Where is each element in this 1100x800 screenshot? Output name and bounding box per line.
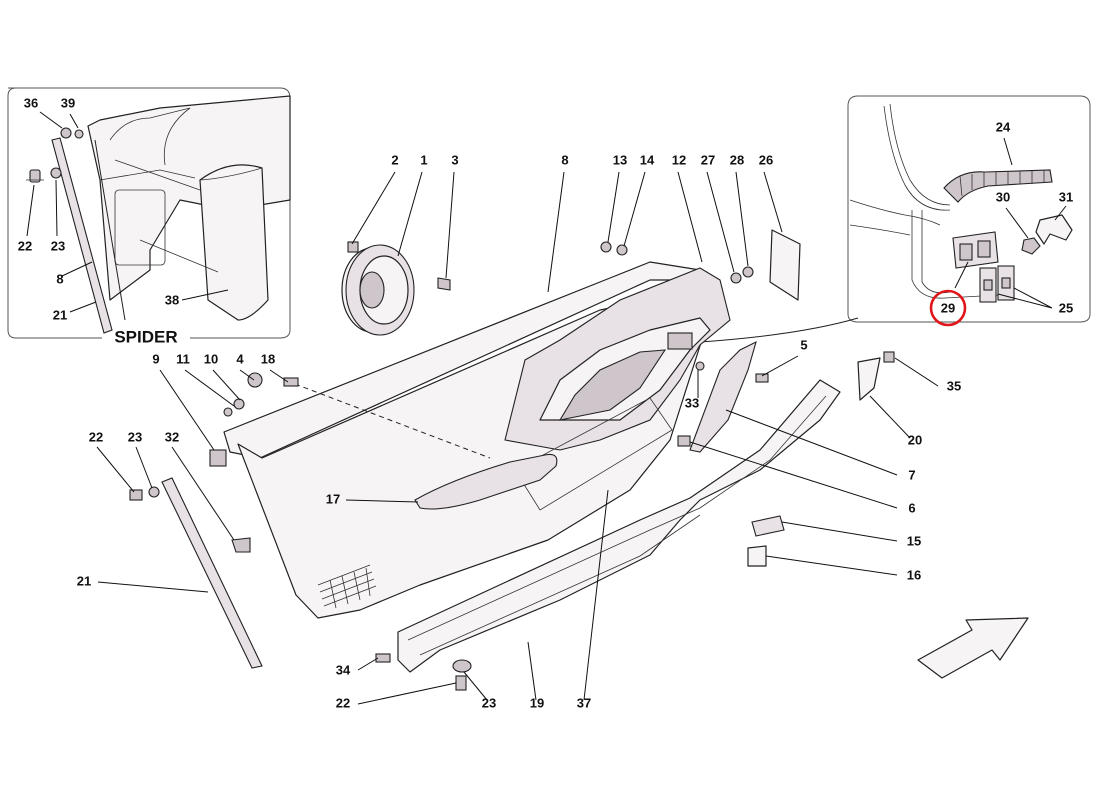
washer-icon <box>616 244 628 256</box>
nut-icon <box>148 486 160 498</box>
cover-plate <box>769 229 801 301</box>
callout-3: 3 <box>451 152 458 167</box>
callout-39: 39 <box>61 95 75 110</box>
washer-icon <box>695 361 705 371</box>
callout-38: 38 <box>165 292 179 307</box>
washer-icon <box>74 129 84 139</box>
spider-pad <box>199 164 269 321</box>
callout-8: 8 <box>56 271 63 286</box>
callout-37: 37 <box>577 695 591 710</box>
plug-icon <box>247 372 263 388</box>
washer-icon <box>223 407 233 417</box>
screw-icon <box>129 489 143 501</box>
callout-26: 26 <box>759 152 773 167</box>
clip <box>1035 214 1073 245</box>
speaker-grille <box>317 564 377 609</box>
callout-24: 24 <box>996 119 1011 134</box>
callout-23: 23 <box>128 429 142 444</box>
screw-icon <box>375 653 391 663</box>
callout-2: 2 <box>391 152 398 167</box>
callouts: 2 1 3 8 13 14 12 27 28 26 9 11 10 4 18 5… <box>77 152 961 710</box>
door-assembly <box>223 261 841 673</box>
clip <box>231 537 251 553</box>
window-switch <box>667 332 693 350</box>
callout-27: 27 <box>701 152 715 167</box>
seal-strip <box>161 477 263 669</box>
screw-icon <box>677 435 691 447</box>
nut-icon <box>60 127 72 139</box>
clip <box>209 449 227 467</box>
courtesy-light <box>751 515 785 537</box>
callout-4: 4 <box>236 351 244 366</box>
harness-inset-frame <box>847 95 1091 323</box>
light-lens <box>747 545 767 567</box>
spider-seal-strip <box>51 137 113 334</box>
callout-16: 16 <box>907 567 921 582</box>
nut-icon <box>233 398 245 410</box>
callout-9: 9 <box>152 351 159 366</box>
callout-28: 28 <box>730 152 744 167</box>
callout-36: 36 <box>24 95 38 110</box>
callout-11: 11 <box>176 351 190 366</box>
screw-icon <box>26 169 44 183</box>
nut-icon <box>50 167 62 179</box>
callout-22: 22 <box>336 695 350 710</box>
screw-icon <box>283 377 299 387</box>
callout-21: 21 <box>77 573 91 588</box>
spider-inset: 36 39 22 23 8 21 38 SPIDER <box>7 87 291 346</box>
callout-34: 34 <box>336 662 351 677</box>
callout-1: 1 <box>420 152 427 167</box>
callout-23: 23 <box>51 238 65 253</box>
callout-20: 20 <box>908 432 922 447</box>
nut-icon <box>730 272 742 284</box>
door-handle <box>414 453 558 510</box>
callout-23: 23 <box>482 695 496 710</box>
callout-30: 30 <box>996 189 1010 204</box>
plug-icon <box>452 659 472 673</box>
callout-13: 13 <box>613 152 627 167</box>
spider-title: SPIDER <box>114 327 177 346</box>
callout-33: 33 <box>685 395 699 410</box>
clip <box>347 241 359 253</box>
corrugated-tube <box>943 169 1053 203</box>
callout-8: 8 <box>561 152 568 167</box>
callout-17: 17 <box>326 491 340 506</box>
nut-icon <box>1021 237 1041 255</box>
callout-31: 31 <box>1059 189 1073 204</box>
callout-32: 32 <box>165 429 179 444</box>
leader-lines <box>96 171 939 705</box>
callout-22: 22 <box>18 238 32 253</box>
callout-14: 14 <box>640 152 655 167</box>
callout-19: 19 <box>530 695 544 710</box>
callout-10: 10 <box>204 351 218 366</box>
bracket <box>857 357 881 401</box>
callout-25: 25 <box>1059 300 1073 315</box>
door-sill <box>397 379 841 673</box>
speaker <box>341 241 451 336</box>
nut-icon <box>600 241 612 253</box>
callout-22: 22 <box>89 429 103 444</box>
front-direction-arrow <box>917 617 1029 679</box>
screw-icon <box>755 373 769 383</box>
screw-icon <box>455 675 467 691</box>
callout-6: 6 <box>908 500 915 515</box>
callout-7: 7 <box>908 467 915 482</box>
callout-18: 18 <box>261 351 275 366</box>
harness-inset: 24 30 31 29 25 <box>847 95 1091 327</box>
highlight-ring <box>929 289 967 327</box>
callout-29: 29 <box>941 300 955 315</box>
screw-icon <box>883 351 895 363</box>
washer-icon <box>742 266 754 278</box>
callout-12: 12 <box>672 152 686 167</box>
callout-35: 35 <box>947 378 961 393</box>
callout-21: 21 <box>53 307 67 322</box>
trim-panel <box>689 340 757 453</box>
callout-15: 15 <box>907 533 921 548</box>
screw-icon <box>437 277 451 291</box>
callout-5: 5 <box>800 337 807 352</box>
